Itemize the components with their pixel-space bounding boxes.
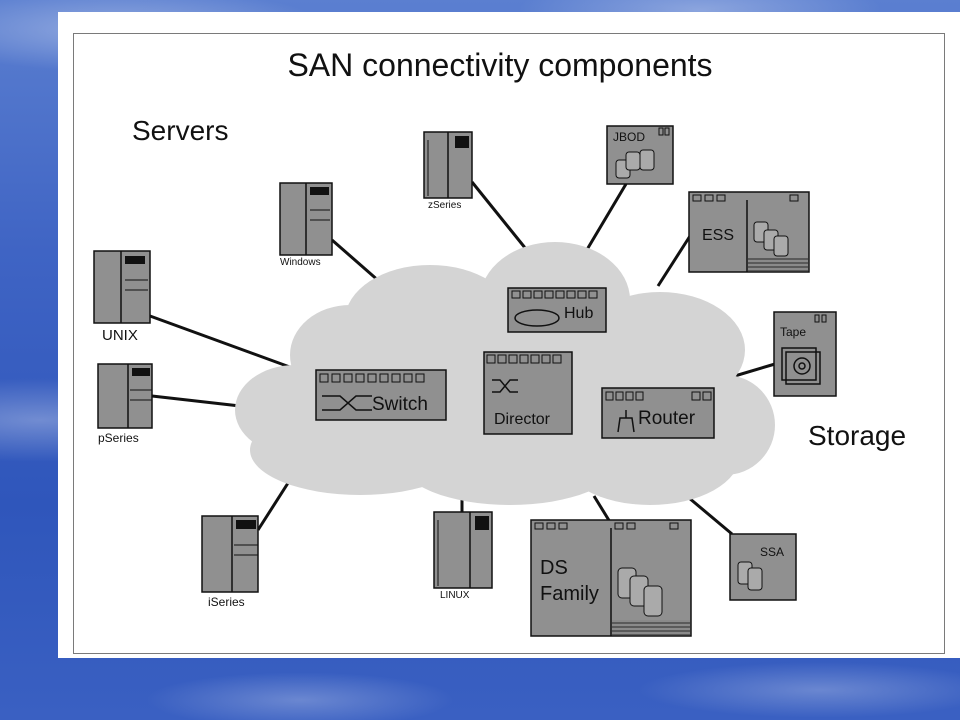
server-windows: Windows [279, 182, 333, 268]
hub-ring-icon [514, 309, 560, 327]
server-zseries: zSeries [423, 131, 473, 211]
storage-label-jbod: JBOD [613, 130, 645, 144]
link-jbod [580, 183, 628, 259]
tape-reel-icon [781, 347, 821, 385]
san-cloud [235, 242, 775, 505]
server-iseries: iSeries [201, 515, 259, 609]
link-ess [656, 235, 692, 287]
link-zseries [470, 181, 532, 255]
hub-device: Hub [507, 287, 607, 333]
switch-cross-icon [322, 395, 372, 411]
router-antenna-icon [617, 410, 635, 433]
storage-jbod: JBOD [606, 125, 674, 185]
storage-ds-family: DS Family [530, 519, 692, 637]
diagram-title: SAN connectivity components [287, 47, 712, 83]
server-label-windows: Windows [280, 257, 321, 268]
disk-stack-icon [617, 567, 663, 617]
switch-device: Switch [315, 369, 447, 421]
storage-label-ds-line1: DS [540, 557, 568, 579]
connection-lines [149, 181, 776, 536]
storage-label: Storage [808, 420, 906, 451]
server-linux: LINUX [433, 511, 493, 601]
link-windows [331, 238, 381, 284]
disk-stack-icon [753, 221, 789, 257]
server-label-zseries: zSeries [428, 200, 461, 211]
link-ds [592, 495, 612, 523]
server-pseries: pSeries [97, 363, 153, 445]
server-label-iseries: iSeries [208, 595, 245, 609]
server-label-linux: LINUX [440, 590, 470, 601]
servers-label: Servers [132, 115, 228, 146]
router-device: Router [601, 387, 715, 439]
link-unix [149, 314, 299, 372]
disk-stack-icon [615, 149, 655, 179]
storage-ssa: SSA [729, 533, 797, 601]
director-device: Director [483, 351, 573, 435]
server-label-pseries: pSeries [98, 431, 139, 445]
storage-label-ess: ESS [702, 227, 734, 244]
storage-label-ds-line2: Family [540, 583, 599, 605]
storage-ess: ESS [688, 191, 810, 273]
director-cross-icon [492, 379, 518, 393]
hub-label: Hub [564, 305, 593, 322]
storage-tape: Tape [773, 311, 837, 397]
server-unix: UNIX [93, 250, 151, 344]
diagram-frame [73, 33, 945, 654]
link-pseries [151, 394, 241, 408]
router-label: Router [638, 408, 696, 429]
disk-stack-icon [737, 561, 763, 591]
server-label-unix: UNIX [102, 327, 138, 344]
storage-label-ssa: SSA [760, 545, 784, 559]
switch-label: Switch [372, 394, 428, 415]
storage-label-tape: Tape [780, 325, 806, 339]
director-label: Director [494, 411, 551, 428]
